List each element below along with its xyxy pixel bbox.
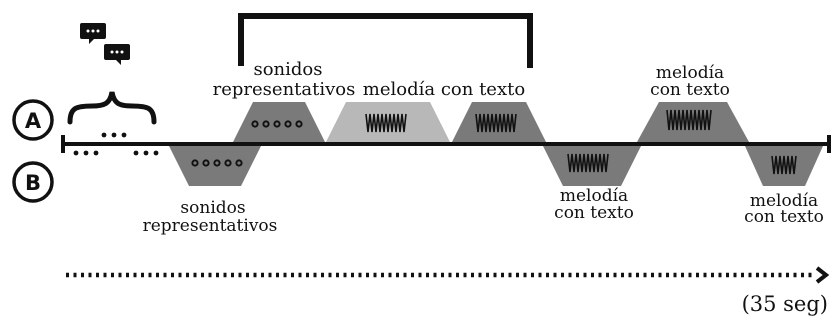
timeline-line bbox=[61, 135, 831, 153]
label-melodia-b3: melodía bbox=[750, 191, 818, 211]
row-label-b: B bbox=[12, 161, 54, 203]
segment-a1 bbox=[233, 102, 325, 142]
label-melodia-b2: melodía bbox=[560, 186, 628, 206]
chat-bubble-icon bbox=[80, 23, 106, 44]
label-contexto-b2: con texto bbox=[554, 203, 634, 223]
ellipsis-dots-icon bbox=[73, 132, 159, 156]
duration-label: (35 seg) bbox=[742, 292, 828, 316]
group-bracket bbox=[238, 13, 533, 68]
label-contexto-b3: con texto bbox=[744, 207, 824, 227]
label-sonidos-top: sonidos bbox=[253, 59, 322, 80]
row-label-a: A bbox=[12, 99, 54, 141]
svg-text:B: B bbox=[25, 171, 41, 195]
label-sonidos-b1: sonidos bbox=[180, 198, 245, 218]
label-representativos-b1: representativos bbox=[143, 216, 278, 236]
segment-a4 bbox=[637, 102, 749, 142]
segment-b2 bbox=[543, 146, 641, 186]
label-contexto-a4: con texto bbox=[650, 80, 730, 100]
segment-b3 bbox=[745, 146, 823, 186]
label-representativos-top: representativos bbox=[213, 79, 356, 100]
label-melodia-a4: melodía bbox=[656, 63, 724, 83]
label-melodia-top: melodía con texto bbox=[363, 79, 525, 100]
segment-a3 bbox=[452, 102, 546, 142]
segment-a2 bbox=[326, 102, 450, 142]
segment-b1 bbox=[169, 146, 261, 186]
svg-text:A: A bbox=[25, 109, 42, 133]
time-arrow bbox=[66, 266, 830, 284]
chat-bubble-icon bbox=[104, 44, 130, 65]
curly-brace-icon bbox=[67, 91, 157, 125]
